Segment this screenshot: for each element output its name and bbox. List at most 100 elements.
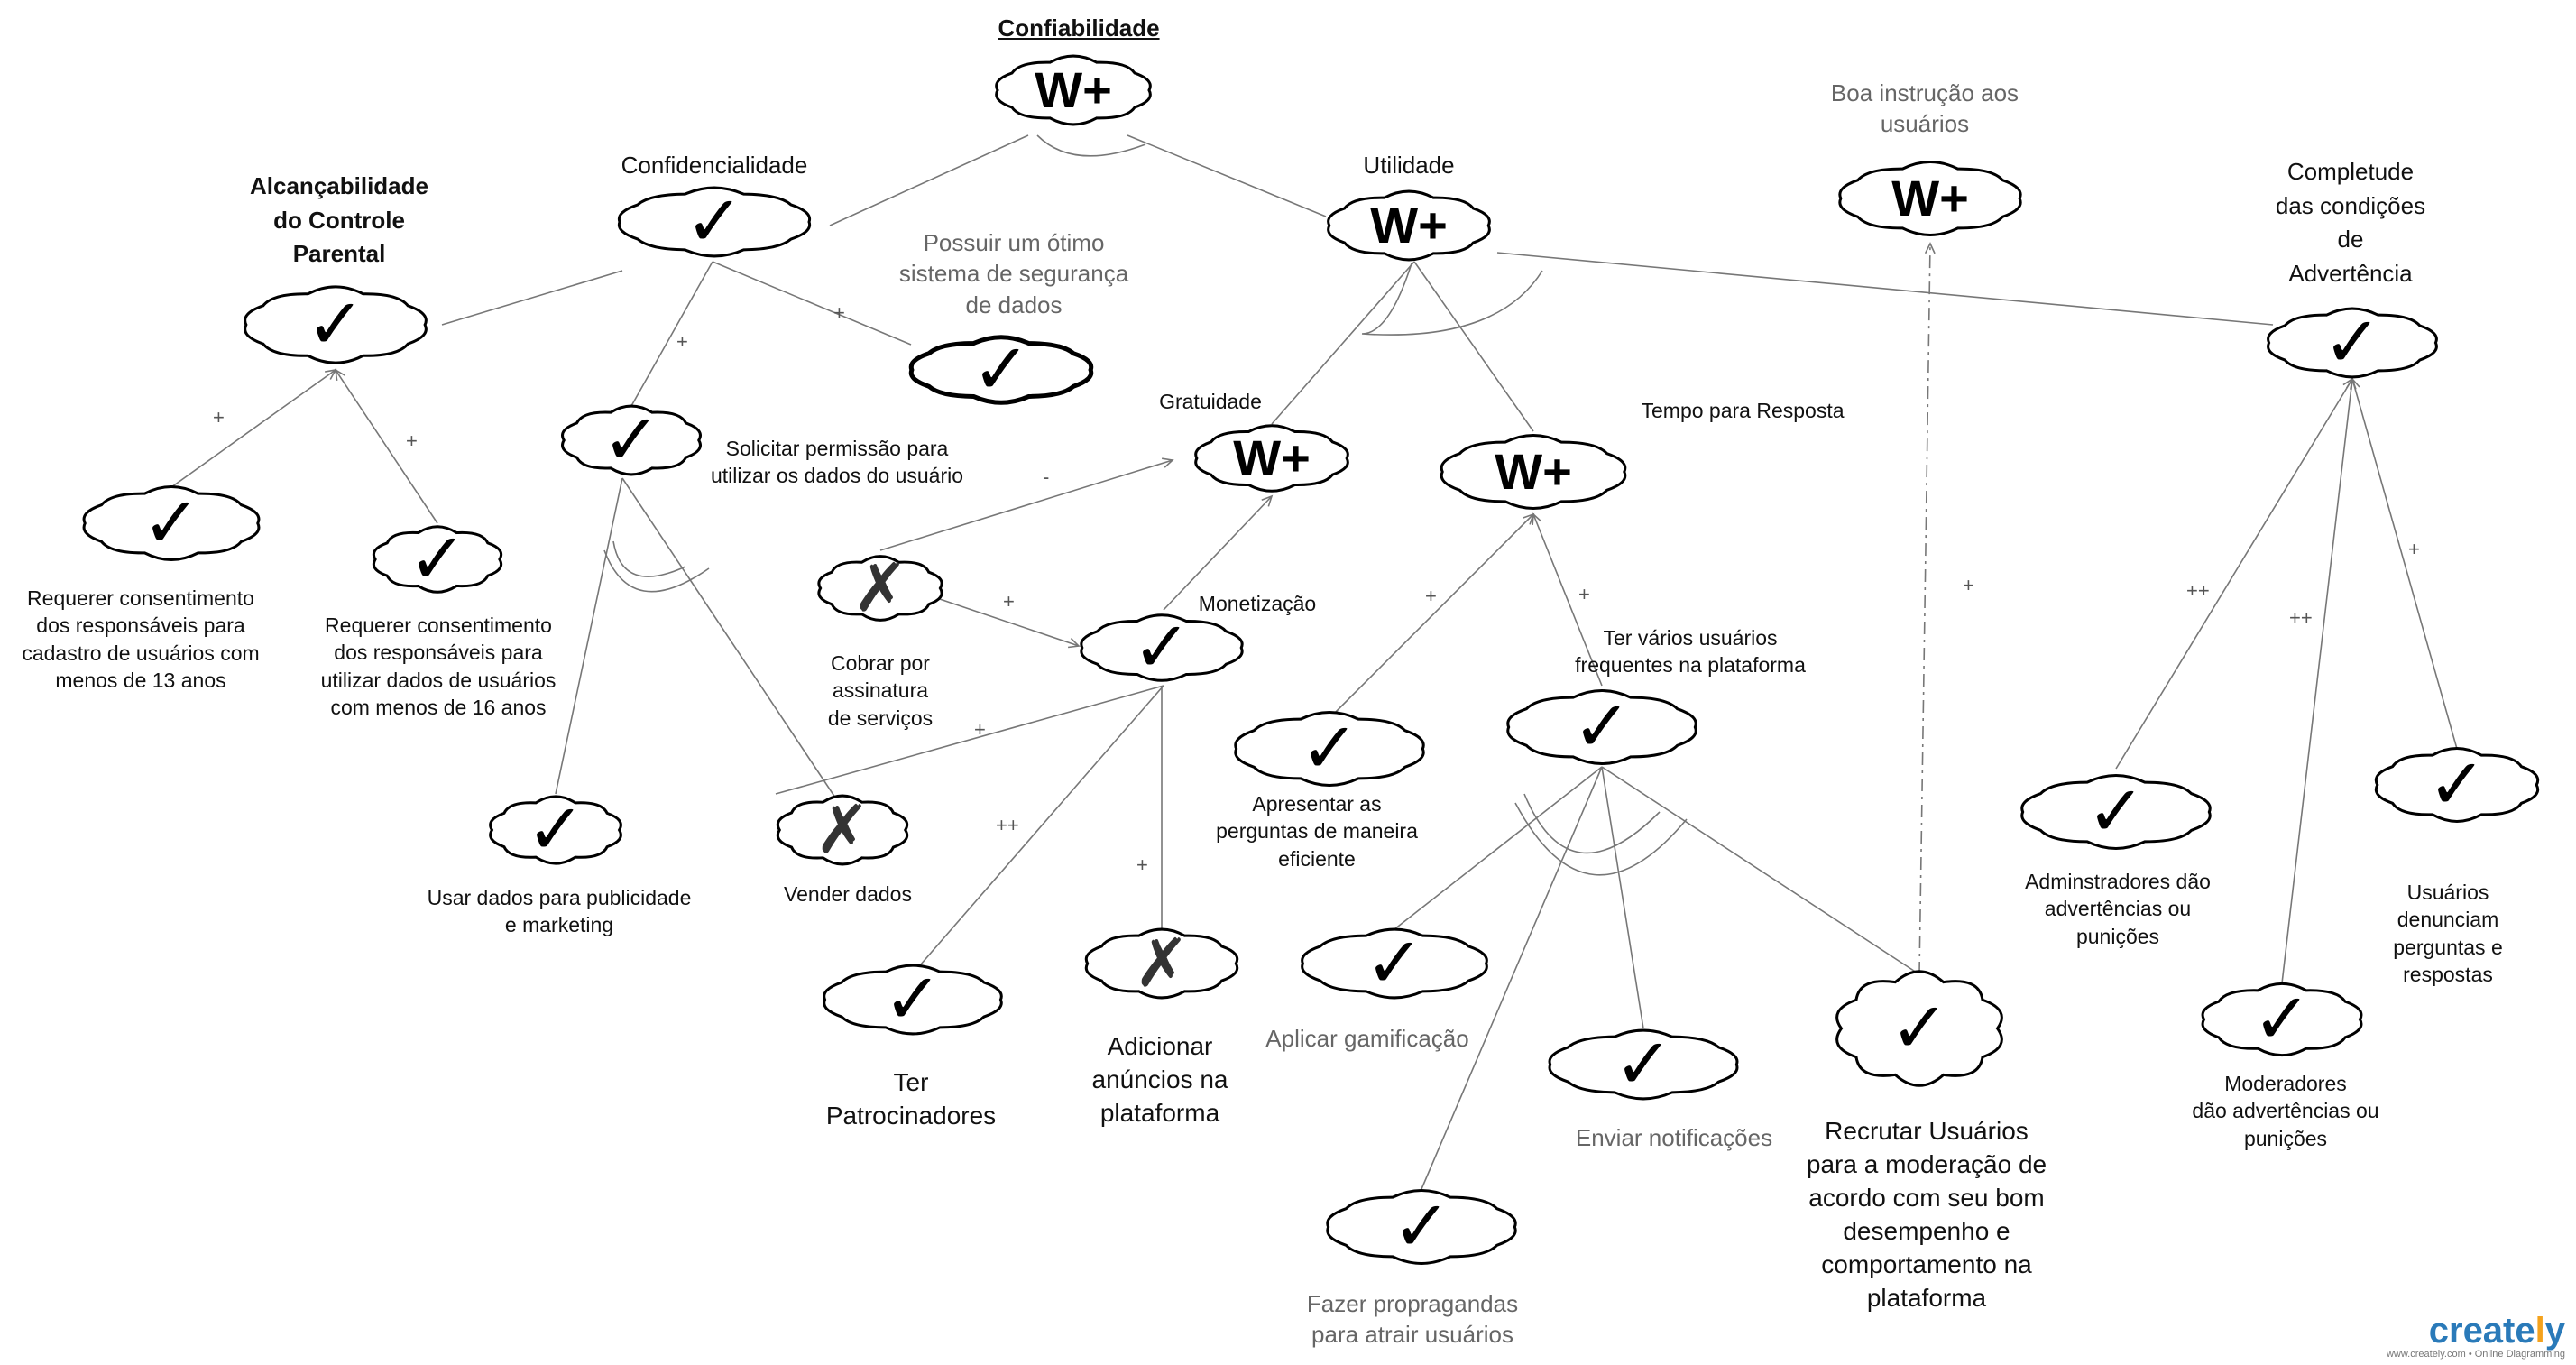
- gratuidade-cloud: [1194, 424, 1349, 493]
- req16-symbol: ✓: [408, 519, 467, 600]
- link-req16-arrowhead: [334, 368, 345, 381]
- moderadores-label: Moderadores dão advertências ou punições: [2192, 1072, 2379, 1150]
- req16-cloud: [372, 525, 503, 594]
- publicidade-cloud: [489, 795, 622, 865]
- sign-frequentes: +: [1578, 583, 1590, 605]
- link-frequentes-tempo: [1532, 513, 1603, 687]
- sign-seguranca: +: [833, 301, 845, 324]
- vender-symbol: ✗: [814, 791, 871, 869]
- recrutar-symbol: ✓: [1890, 988, 1949, 1069]
- alcancabilidade-label: Alcançabilidade do Controle Parental: [250, 172, 428, 268]
- link-notificacoes-frequentes: [1601, 766, 1644, 1029]
- frequentes-label: Ter vários usuários frequentes na plataf…: [1575, 626, 1806, 678]
- link-frequentes-tempo-arrowhead: [1532, 512, 1542, 526]
- gratuidade-label: Gratuidade: [1159, 390, 1262, 413]
- sign-vender: +: [974, 718, 986, 741]
- anuncios-label: Adicionar anúncios na plataforma: [1091, 1032, 1228, 1127]
- publicidade-symbol: ✓: [526, 789, 585, 871]
- sign-anuncios: +: [1136, 853, 1148, 876]
- link-recrutar-boa-instrucao: [1918, 243, 1931, 975]
- propagandas-cloud: [1326, 1189, 1517, 1265]
- denunciam-label: Usuários denunciam perguntas e respostas: [2393, 881, 2503, 987]
- link-gamificacao-frequentes: [1394, 766, 1603, 930]
- utilidade-label: Utilidade: [1363, 152, 1455, 179]
- link-patrocinadores-monetizacao: [919, 685, 1164, 966]
- notificacoes-cloud: [1548, 1028, 1739, 1101]
- tempo-symbol: W+: [1495, 443, 1572, 500]
- link-req16: [335, 369, 438, 524]
- completude-cloud: [2267, 307, 2438, 379]
- root-symbol: W+: [1035, 61, 1112, 118]
- confidencialidade-cloud: [617, 186, 812, 258]
- seguranca-cloud: [908, 335, 1094, 405]
- req13-label: Requerer consentimento dos responsáveis …: [22, 586, 260, 693]
- adm-cloud: [2020, 774, 2212, 850]
- link-solicitar-confidencialidade: [630, 261, 713, 407]
- req13-symbol: ✓: [142, 483, 201, 564]
- confidencialidade-label: Confidencialidade: [621, 152, 808, 179]
- link-propagandas-frequentes: [1421, 766, 1603, 1190]
- recrutar-label: Recrutar Usuários para a moderação de ac…: [1806, 1117, 2047, 1312]
- cobrar-cloud: [817, 555, 943, 622]
- link-utilidade-root: [1127, 134, 1327, 217]
- link-vender-solicitar: [621, 477, 840, 804]
- completude-label: Completude das condições de Advertência: [2275, 158, 2426, 288]
- link-recrutar-frequentes: [1601, 766, 1920, 975]
- notificacoes-label: Enviar notificações: [1575, 1124, 1773, 1151]
- diagram-title: Confiabilidade: [998, 14, 1160, 42]
- utilidade-symbol: W+: [1370, 197, 1448, 254]
- patrocinadores-symbol: ✓: [883, 959, 943, 1040]
- cobrar-symbol: ✗: [851, 549, 909, 627]
- publicidade-label: Usar dados para publicidade e marketing: [427, 886, 692, 937]
- sign-solicitar: +: [676, 330, 688, 353]
- tempo-label: Tempo para Resposta: [1641, 399, 1845, 422]
- link-cobrar-monetizacao-arrowhead: [1067, 638, 1081, 649]
- link-moderadores-completude: [2281, 378, 2353, 984]
- anuncios-symbol: ✗: [1133, 925, 1191, 1002]
- req13-cloud: [82, 485, 261, 561]
- anuncios-cloud: [1084, 927, 1239, 1000]
- sign-denunciam: +: [2408, 538, 2420, 560]
- cobrar-label: Cobrar por assinatura de serviços: [827, 651, 934, 730]
- moderadores-symbol: ✓: [2252, 979, 2312, 1060]
- sign-req13: +: [213, 406, 225, 429]
- link-cobrar-gratuidade-arrowhead: [1162, 457, 1174, 468]
- and-arc-frequentes-2: [1514, 802, 1688, 876]
- root-cloud: [995, 54, 1152, 126]
- denunciam-cloud: [2374, 747, 2540, 823]
- confidencialidade-symbol: ✓: [685, 181, 744, 263]
- sign-cobrar-gratuidade: -: [1043, 466, 1050, 488]
- denunciam-symbol: ✓: [2427, 744, 2487, 825]
- solicitar-cloud: [561, 404, 702, 476]
- notificacoes-symbol: ✓: [1614, 1024, 1673, 1105]
- link-completude-utilidade: [1496, 252, 2274, 326]
- monetizacao-label: Monetização: [1198, 592, 1317, 615]
- link-perguntas-tempo: [1334, 513, 1534, 714]
- link-vender-monetizacao: [775, 685, 1164, 795]
- monetizacao-symbol: ✓: [1132, 607, 1191, 688]
- link-req13: [170, 369, 336, 488]
- patrocinadores-cloud: [823, 964, 1003, 1036]
- link-seguranca-confidencialidade: [712, 261, 912, 346]
- link-cobrar-monetizacao: [928, 595, 1080, 647]
- link-gratuidade-utilidade: [1271, 261, 1415, 425]
- link-denunciam-completude: [2351, 378, 2458, 750]
- perguntas-symbol: ✓: [1300, 708, 1359, 789]
- gratuidade-symbol: W+: [1233, 429, 1311, 486]
- sign-cobrar-monetizacao: +: [1003, 590, 1015, 613]
- link-denunciam-completude-arrowhead: [2350, 377, 2360, 390]
- creately-logo: creately www.creately.com • Online Diagr…: [2387, 1313, 2565, 1360]
- frequentes-symbol: ✓: [1572, 687, 1632, 768]
- patrocinadores-label: Ter Patrocinadores: [825, 1068, 997, 1130]
- adm-label: Adminstradores dão advertências ou puniç…: [2025, 870, 2211, 948]
- frequentes-cloud: [1506, 689, 1697, 765]
- completude-symbol: ✓: [2323, 302, 2382, 383]
- link-confidencialidade-root: [829, 134, 1029, 226]
- monetizacao-cloud: [1080, 613, 1244, 682]
- seguranca-label: Possuir um ótimo sistema de segurança de…: [898, 229, 1129, 318]
- propagandas-label: Fazer propragandas para atrair usuários: [1306, 1290, 1519, 1349]
- and-arc-solicitar-1: [612, 540, 686, 577]
- utilidade-cloud: [1327, 189, 1491, 262]
- perguntas-cloud: [1234, 711, 1425, 787]
